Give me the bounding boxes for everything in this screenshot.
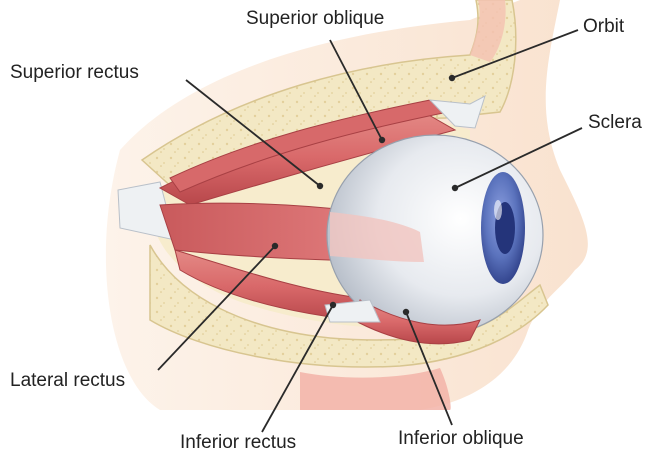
dot-superior-oblique bbox=[379, 137, 385, 143]
label-sclera: Sclera bbox=[588, 112, 642, 134]
dot-lateral-rectus bbox=[272, 243, 278, 249]
label-superior-oblique: Superior oblique bbox=[246, 8, 384, 30]
label-lateral-rectus: Lateral rectus bbox=[10, 370, 125, 392]
label-inferior-oblique: Inferior oblique bbox=[398, 428, 524, 450]
cornea-highlight bbox=[494, 200, 502, 220]
dot-inferior-rectus bbox=[330, 302, 336, 308]
label-orbit: Orbit bbox=[583, 16, 624, 38]
dot-sclera bbox=[452, 185, 458, 191]
dot-superior-rectus bbox=[317, 183, 323, 189]
label-inferior-rectus: Inferior rectus bbox=[180, 432, 296, 454]
dot-inferior-oblique bbox=[403, 309, 409, 315]
label-superior-rectus: Superior rectus bbox=[10, 62, 139, 84]
dot-orbit bbox=[449, 75, 455, 81]
